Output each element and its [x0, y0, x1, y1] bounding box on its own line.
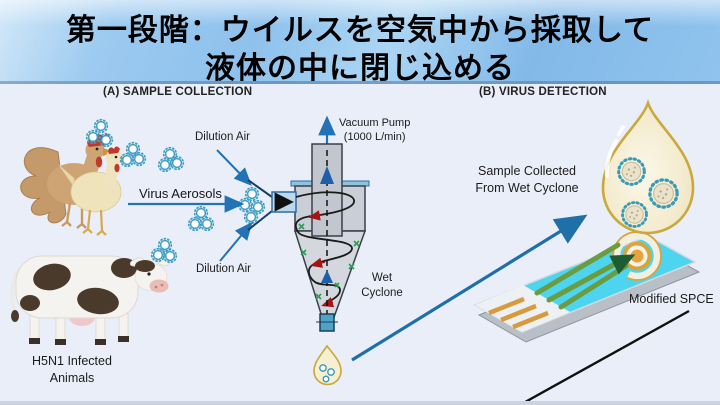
virus-aerosols-label: Virus Aerosols — [139, 186, 222, 201]
cow-illustration — [10, 255, 170, 345]
sample-collected-line-1: Sample Collected — [478, 164, 576, 178]
wet-cyclone-device — [271, 115, 370, 386]
vacuum-pump-label: Vacuum Pump (1000 L/min) — [339, 116, 410, 144]
h5n1-infected-animals-label: H5N1 Infected Animals — [8, 353, 136, 387]
collection-droplet-icon — [313, 344, 342, 386]
section-a-heading: (A) SAMPLE COLLECTION — [103, 86, 253, 98]
vacuum-pump-label-line-2: (1000 L/min) — [343, 131, 406, 143]
sample-transfer-arrow — [351, 214, 588, 362]
page-title-line-1: 第一段階：ウイルスを空気中から採取して — [65, 13, 655, 48]
virus-particle-icon — [617, 157, 646, 186]
dilution-air-bottom-label: Dilution Air — [196, 263, 251, 275]
vacuum-pump-label-line-1: Vacuum Pump — [339, 117, 411, 129]
wet-cyclone-label-line-2: Cyclone — [361, 287, 403, 299]
wet-cyclone-label: Wet Cyclone — [352, 271, 412, 301]
wet-cyclone-label-line-1: Wet — [371, 272, 393, 284]
dilution-air-top-label: Dilution Air — [195, 131, 250, 143]
dilution-air-bottom-arrow — [219, 221, 253, 262]
dilution-air-top-arrow — [216, 149, 252, 186]
hen-illustration — [58, 146, 130, 236]
h5n1-label-line-1: H5N1 Infected — [32, 354, 112, 368]
modified-spce-label: Modified SPCE — [629, 292, 714, 306]
virus-particle-icon — [621, 201, 648, 228]
contact-pads — [488, 296, 549, 330]
airflow-spiral — [294, 191, 355, 307]
sample-droplet-icon — [601, 99, 695, 235]
h5n1-label-line-2: Animals — [49, 371, 95, 385]
virus-particle-icon — [648, 178, 679, 209]
sample-collected-line-2: From Wet Cyclone — [475, 181, 579, 195]
bottom-strip — [0, 401, 720, 405]
sample-collected-label: Sample Collected From Wet Cyclone — [452, 163, 602, 197]
page-title-line-2: 液体の中に閉じ込める — [205, 51, 515, 86]
spce-strip-illustration — [473, 231, 701, 343]
spce-pointer-line — [517, 309, 690, 405]
virus-marks — [298, 223, 360, 300]
title-banner: 第一段階：ウイルスを空気中から採取して 液体の中に閉じ込める — [0, 0, 720, 86]
inlet-funnel-lines — [247, 179, 273, 231]
section-b-heading: (B) VIRUS DETECTION — [479, 86, 607, 98]
